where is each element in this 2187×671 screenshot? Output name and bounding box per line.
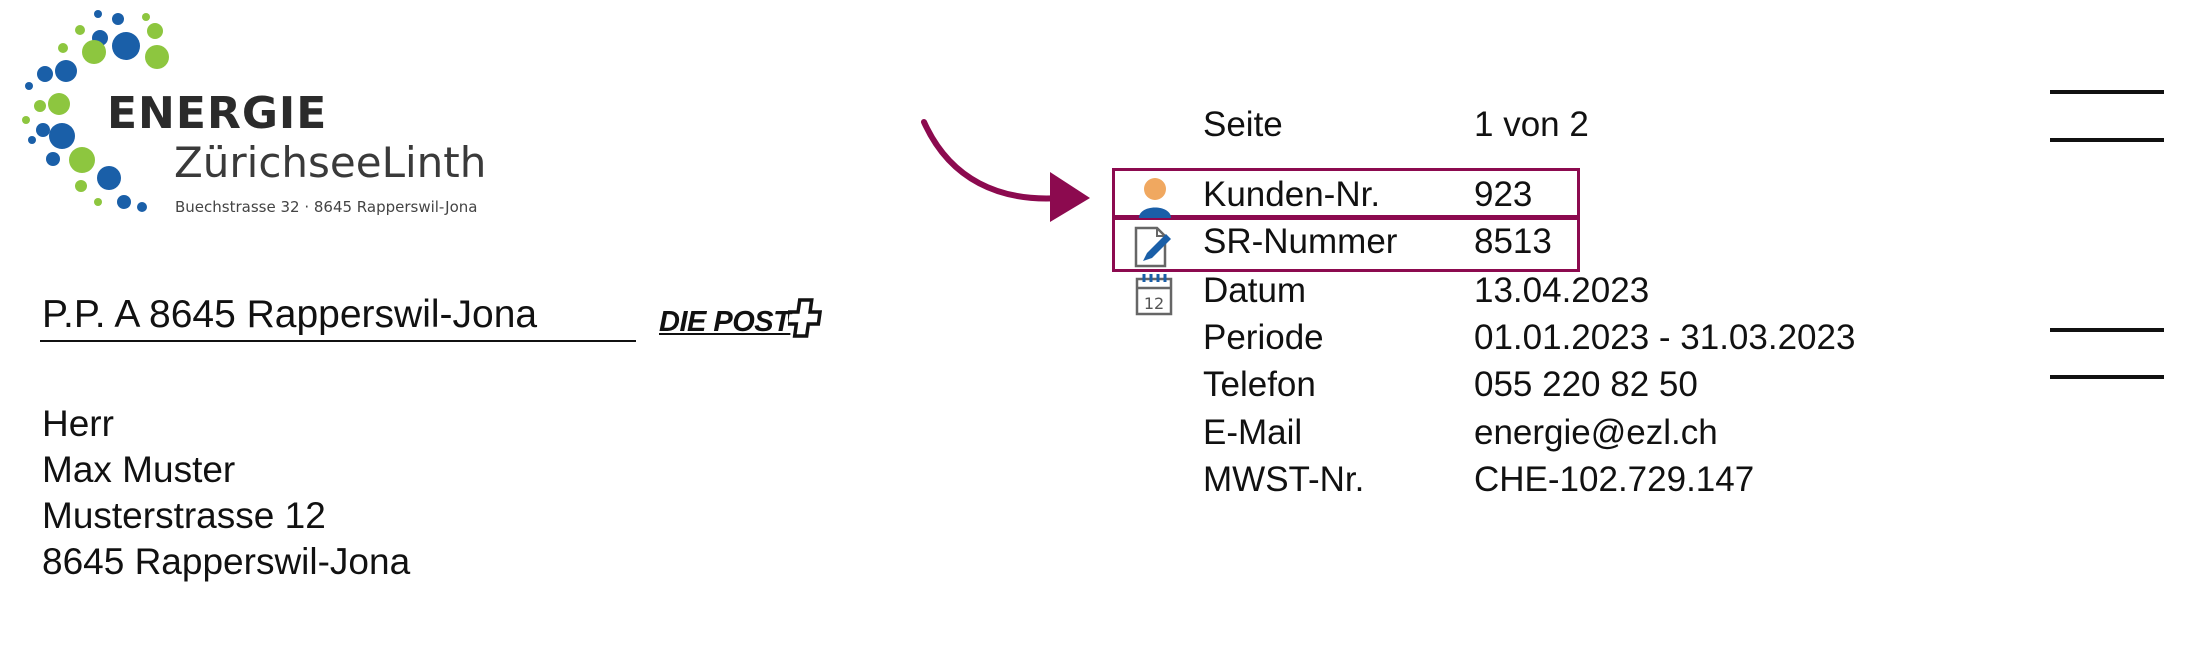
recipient-street: Musterstrasse 12 <box>42 495 326 536</box>
calendar-day: 12 <box>1144 294 1164 313</box>
fold-mark <box>2050 375 2164 379</box>
info-value-sr-number: 8513 <box>1474 222 1552 261</box>
info-label-vat-number: MWST-Nr. <box>1203 460 1365 499</box>
info-label-date: Datum <box>1203 271 1307 310</box>
info-value-email: energie@ezl.ch <box>1474 413 1718 452</box>
info-label-customer-number: Kunden-Nr. <box>1203 175 1381 214</box>
info-value-phone: 055 220 82 50 <box>1474 365 1698 404</box>
info-value-page: 1 von 2 <box>1474 105 1589 144</box>
info-value-customer-number: 923 <box>1474 175 1533 214</box>
info-label-period: Periode <box>1203 318 1324 357</box>
recipient-city: 8645 Rapperswil-Jona <box>42 541 411 582</box>
logo-address: Buechstrasse 32 · 8645 Rapperswil-Jona <box>175 198 478 216</box>
postal-underline <box>40 340 636 342</box>
info-value-date: 13.04.2023 <box>1474 271 1650 310</box>
info-label-email: E-Mail <box>1203 413 1303 452</box>
logo-dots <box>22 10 169 212</box>
info-label-page: Seite <box>1203 105 1283 144</box>
fold-mark <box>2050 138 2164 142</box>
fold-mark <box>2050 328 2164 332</box>
calendar-icon: 12 <box>1135 274 1173 316</box>
post-logo-text: DIE POST <box>659 306 791 338</box>
info-label-phone: Telefon <box>1203 365 1316 404</box>
info-value-period: 01.01.2023 - 31.03.2023 <box>1474 318 1856 357</box>
postal-line: P.P. A 8645 Rapperswil-Jona <box>42 293 538 336</box>
highlight-box-sr-number <box>1112 217 1580 272</box>
document-pen-icon <box>1134 226 1171 268</box>
highlight-arrow <box>921 119 1090 222</box>
recipient-name: Max Muster <box>42 449 236 490</box>
highlight-box-customer-number <box>1112 168 1580 218</box>
person-icon <box>1139 178 1171 218</box>
logo-title: ENERGIE <box>107 88 328 139</box>
swiss-cross-icon <box>788 298 823 338</box>
fold-mark <box>2050 90 2164 94</box>
info-value-vat-number: CHE-102.729.147 <box>1474 460 1755 499</box>
info-label-sr-number: SR-Nummer <box>1203 222 1398 261</box>
logo-subtitle: ZürichseeLinth <box>174 138 487 187</box>
recipient-salutation: Herr <box>42 403 114 444</box>
